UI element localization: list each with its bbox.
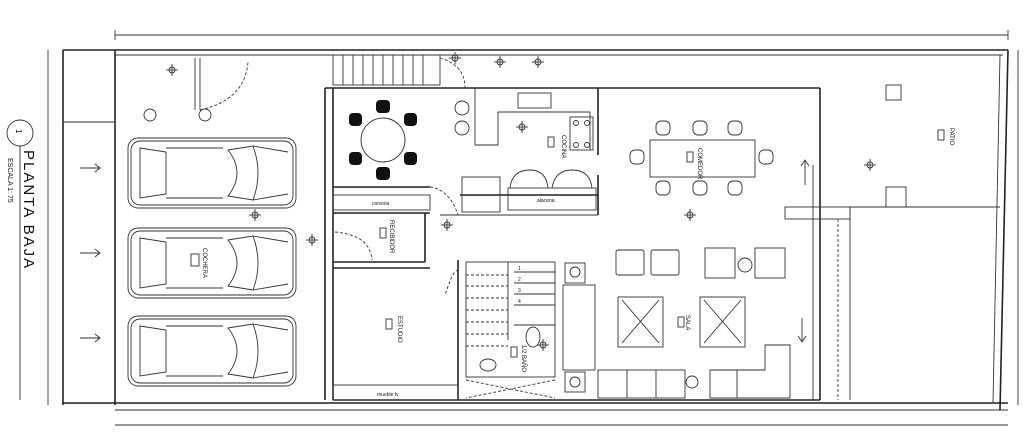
car [127, 137, 297, 209]
room-label-recibidor: RECIBIDOR [388, 220, 394, 254]
drawing-number: 1 [14, 129, 23, 134]
room-label-patio: PATIO [948, 128, 954, 145]
room-label-estudio: ESTUDIO [396, 316, 402, 343]
living-room: SALA [562, 247, 791, 399]
furniture-label-alacena: alacena [537, 198, 555, 204]
room-label-comedor: COMEDOR [696, 148, 702, 180]
furniture-label-mueble-tv: mueble tv [377, 392, 399, 398]
dining-room: COMEDOR [629, 120, 774, 222]
room-label-medio-bano: 1/2 BAÑO [520, 345, 527, 372]
stair-step-4: 4 [518, 299, 521, 305]
dimension-lines [47, 30, 1019, 426]
stair-step-3: 3 [518, 288, 521, 294]
room-label-cocina: COCINA [560, 135, 566, 158]
study: ESTUDIO mueble tv [332, 316, 459, 401]
drawing-scale: ESCALA 1: 75 [6, 158, 13, 203]
room-label-sala: SALA [684, 315, 690, 330]
drawing-title: PLANTA BAJA [20, 150, 37, 270]
car [127, 227, 297, 299]
room-label-cochera: COCHERA [201, 248, 207, 278]
garage: COCHERA [80, 58, 319, 387]
car [127, 315, 297, 387]
interior-stairs: 1 2 3 4 1/2 BAÑO [465, 261, 556, 399]
kitchen: COCINA alacena [454, 88, 597, 213]
breakfast-table: consola [332, 100, 431, 211]
stair-step-2: 2 [518, 277, 521, 283]
exterior-stairs [332, 51, 545, 89]
stair-step-1: 1 [518, 266, 521, 272]
house-walls [324, 87, 1000, 401]
furniture-label-consola: consola [372, 201, 389, 207]
patio: PATIO [863, 84, 954, 208]
title-block: 1 PLANTA BAJA ESCALA 1: 75 [6, 119, 37, 400]
outer-walls [62, 49, 1009, 411]
